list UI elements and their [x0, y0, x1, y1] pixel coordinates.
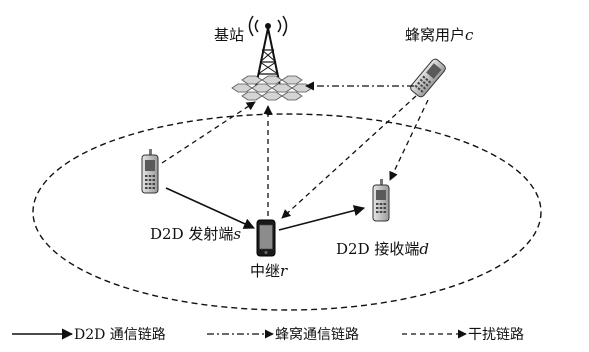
smartphone-icon [256, 219, 276, 257]
solid-arrow-icon [12, 328, 74, 340]
cell-tower-icon [231, 15, 313, 101]
cellular-user-label: 蜂窝用户c [405, 26, 474, 44]
legend-d2d-label: D2D 通信链路 [74, 327, 166, 343]
relay-label: 中继r [250, 262, 288, 280]
base-station-label: 基站 [214, 26, 245, 44]
interference-link-cu-rx [389, 99, 429, 181]
legend-interference: 干扰链路 [400, 322, 524, 346]
coverage-ellipse [32, 113, 542, 311]
d2d-link-relay-rx [278, 205, 366, 231]
mobile-phone-icon [372, 179, 390, 222]
legend-cellular: 蜂窝通信链路 [205, 322, 359, 346]
mobile-phone-icon [410, 58, 446, 98]
d2d-link-tx-relay [165, 187, 256, 229]
legend-d2d: D2D 通信链路 [10, 322, 166, 346]
legend-interference-label: 干扰链路 [468, 327, 524, 343]
d2d-rx-label: D2D 接收端d [336, 240, 429, 258]
d2d-tx-label: D2D 发射端s [150, 225, 242, 243]
legend-cellular-label: 蜂窝通信链路 [275, 327, 359, 343]
interference-link-tx-bs [161, 101, 256, 164]
mobile-phone-icon [141, 149, 159, 194]
interference-link-cu-relay [281, 95, 417, 219]
dashed-arrow-icon [402, 329, 467, 339]
dashdot-arrow-icon [207, 329, 274, 339]
